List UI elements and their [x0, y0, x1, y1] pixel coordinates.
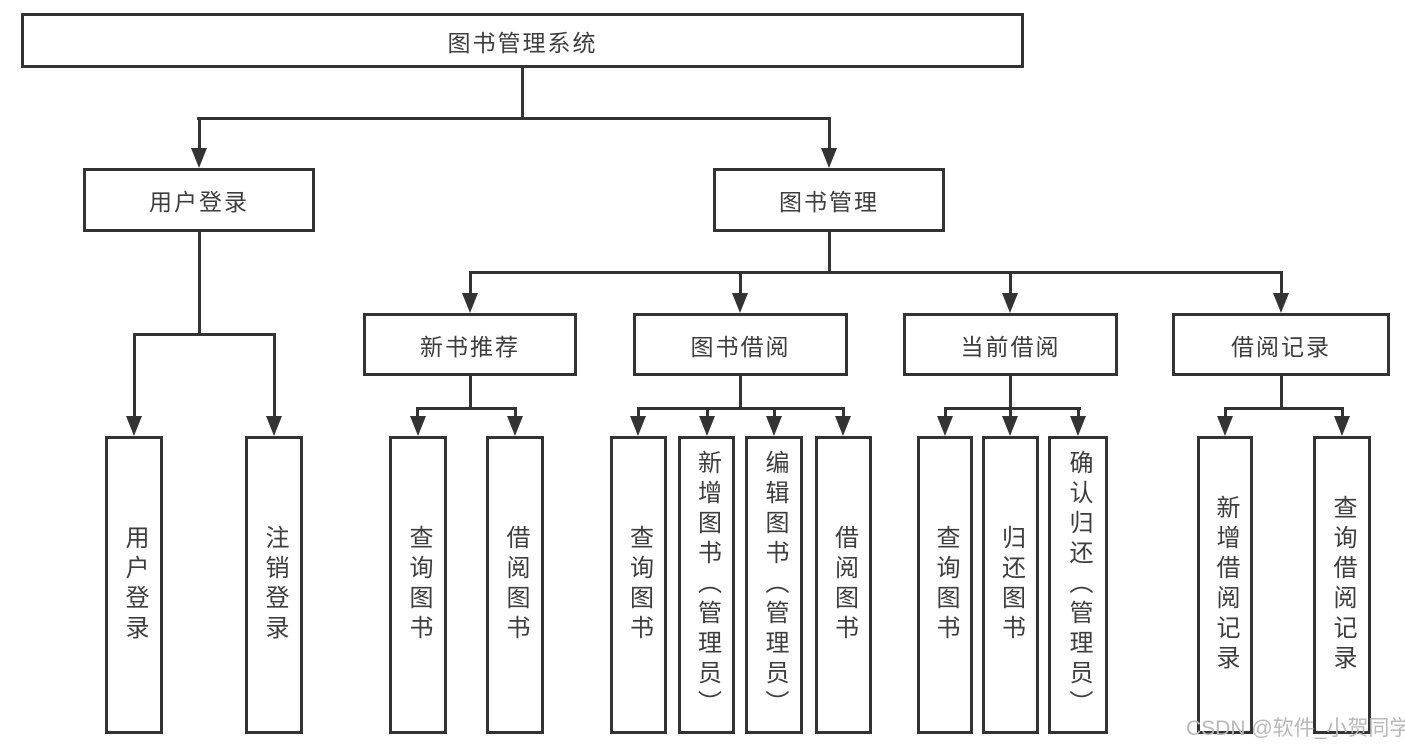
arrowhead-down-icon [821, 148, 837, 168]
connector-line [1009, 375, 1012, 409]
arrowhead-down-icon [1334, 416, 1350, 436]
node-current-borrowing: 当前借阅 [903, 313, 1118, 376]
node-book-borrowing: 图书借阅 [633, 313, 848, 376]
connector-line [828, 232, 831, 273]
arrowhead-down-icon [191, 148, 207, 168]
node-logout: 注销登录 [245, 436, 303, 734]
connector-line [1224, 407, 1227, 420]
node-borrow-books-borrowing: 借阅图书 [815, 436, 872, 734]
connector-line [637, 407, 640, 420]
connector-line [133, 333, 136, 419]
connector-line [842, 407, 845, 420]
node-label: 借阅记录 [1231, 333, 1331, 360]
connector-line [828, 117, 831, 150]
connector-line [469, 375, 472, 409]
connector-line [521, 68, 524, 118]
connector-line [773, 407, 776, 420]
node-borrow-books-recommend: 借阅图书 [486, 436, 544, 734]
connector-line [1341, 407, 1344, 420]
node-label: 确认归还（管理员） [1065, 450, 1092, 720]
node-user-login: 用户登录 [83, 168, 315, 232]
node-label: 查询图书 [625, 525, 653, 645]
connector-line [944, 407, 1081, 410]
connector-line [198, 232, 201, 335]
node-label: 新书推荐 [420, 333, 520, 360]
node-query-books-current: 查询图书 [917, 436, 973, 734]
watermark: CSDN @软件_小贺同学 [1186, 717, 1405, 740]
node-library-system: 图书管理系统 [21, 13, 1024, 68]
arrowhead-down-icon [410, 416, 426, 436]
connector-line [1280, 375, 1283, 409]
connector-line [637, 407, 845, 410]
connector-line [469, 271, 472, 297]
node-query-books-borrowing: 查询图书 [610, 436, 667, 734]
arrowhead-down-icon [1002, 293, 1018, 313]
connector-line [469, 271, 1283, 274]
connector-line [1077, 407, 1080, 420]
arrowhead-down-icon [732, 293, 748, 313]
arrowhead-down-icon [766, 416, 782, 436]
connector-line [1280, 271, 1283, 297]
node-label: 图书管理 [779, 189, 879, 215]
connector-line [1224, 407, 1344, 410]
node-label: 归还图书 [997, 525, 1025, 645]
arrowhead-down-icon [835, 416, 851, 436]
node-query-books-recommend: 查询图书 [389, 436, 447, 734]
arrowhead-down-icon [462, 293, 478, 313]
node-label: 查询图书 [405, 525, 432, 645]
node-label: 借阅图书 [502, 525, 529, 645]
arrowhead-down-icon [1002, 416, 1018, 436]
arrowhead-down-icon [1273, 293, 1289, 313]
arrowhead-down-icon [630, 416, 646, 436]
node-label: 图书管理系统 [447, 29, 598, 56]
node-label: 用户登录 [149, 189, 249, 215]
connector-line [198, 117, 201, 150]
node-label: 新增借阅记录 [1212, 495, 1239, 675]
node-query-borrow-record: 查询借阅记录 [1313, 436, 1371, 734]
node-label: 借阅图书 [830, 525, 858, 645]
node-label: 编辑图书（管理员） [761, 450, 788, 720]
node-label: 注销登录 [261, 525, 288, 645]
node-label: 新增图书（管理员） [693, 450, 721, 720]
node-return-books: 归还图书 [982, 436, 1039, 734]
connector-line [273, 333, 276, 419]
node-book-management: 图书管理 [713, 168, 945, 232]
connector-line [416, 407, 517, 410]
node-label: 图书借阅 [690, 333, 791, 360]
arrowhead-down-icon [266, 416, 282, 436]
connector-line [1009, 271, 1012, 297]
node-label: 查询图书 [932, 525, 959, 645]
node-add-borrow-record: 新增借阅记录 [1197, 436, 1253, 734]
connector-line [706, 407, 709, 420]
node-label: 当前借阅 [960, 333, 1061, 360]
connector-line [944, 407, 947, 420]
arrowhead-down-icon [699, 416, 715, 436]
node-add-books-admin: 新增图书（管理员） [678, 436, 735, 734]
connector-line [133, 333, 276, 336]
node-new-book-recommend: 新书推荐 [363, 313, 577, 376]
connector-line [416, 407, 419, 420]
connector-line [739, 271, 742, 297]
connector-line [1009, 407, 1012, 420]
arrowhead-down-icon [1217, 416, 1233, 436]
arrowhead-down-icon [507, 416, 523, 436]
node-confirm-return-admin: 确认归还（管理员） [1048, 436, 1108, 734]
node-edit-books-admin: 编辑图书（管理员） [745, 436, 803, 734]
node-user-login-leaf: 用户登录 [105, 436, 163, 734]
node-borrowing-records: 借阅记录 [1172, 313, 1390, 376]
arrowhead-down-icon [1070, 416, 1086, 436]
connector-line [197, 117, 831, 120]
arrowhead-down-icon [126, 416, 142, 436]
node-label: 查询借阅记录 [1329, 495, 1356, 675]
connector-line [739, 375, 742, 409]
node-label: 用户登录 [121, 525, 148, 645]
connector-line [514, 407, 517, 420]
arrowhead-down-icon [937, 416, 953, 436]
